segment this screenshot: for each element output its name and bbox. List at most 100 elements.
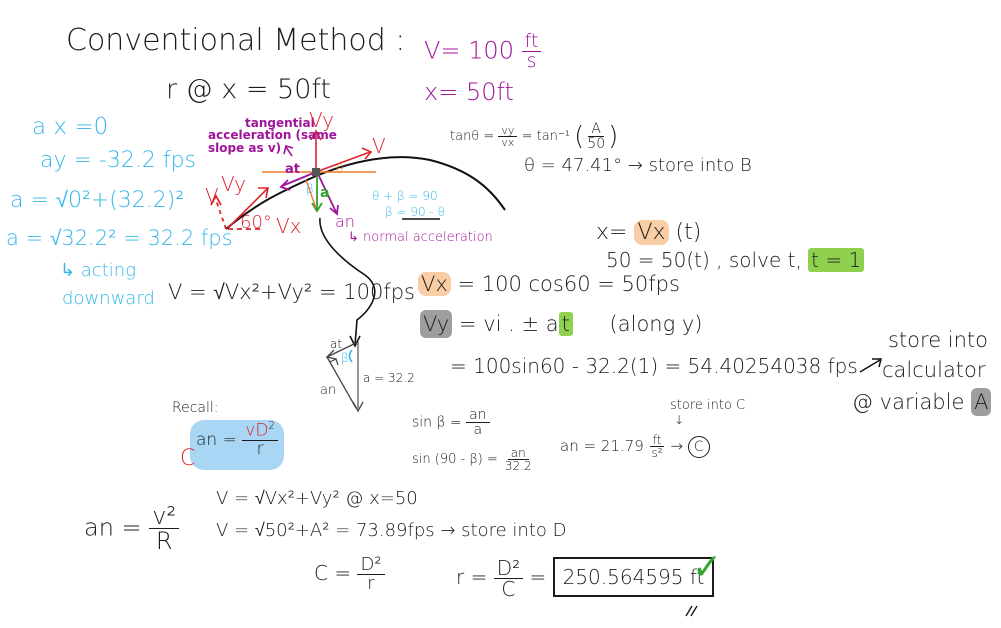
theta-beta-sum: θ + β = 90 <box>372 189 438 203</box>
tan-lhs: tanθ = <box>450 129 495 144</box>
vy-over-vx: vy vx <box>498 125 518 149</box>
r-equation: r = D² C = 250.564595 ft <box>456 557 715 601</box>
r-equals: = <box>529 565 547 589</box>
at-label: at <box>285 162 300 177</box>
vx-label: Vx <box>276 214 302 238</box>
x-equation: x= Vx (t) <box>596 220 702 245</box>
s2-den: s² <box>651 446 663 460</box>
given-x: x= 50ft <box>424 78 514 106</box>
a-label: a <box>320 185 330 201</box>
an-num: an <box>466 408 490 423</box>
recall-square: 2 <box>268 421 275 432</box>
d2-num: D² <box>357 556 385 575</box>
R-den: R <box>155 527 173 555</box>
x-lhs: x= <box>596 220 628 245</box>
a-result: a = √32.2² = 32.2 fps <box>6 226 233 250</box>
recall-label: Recall: <box>172 400 219 416</box>
sin-beta-eq: sin β = an a <box>412 408 490 437</box>
angle-60-label: 60° <box>240 212 272 233</box>
an-v2-over-r: an = v² R <box>84 504 180 555</box>
vy-num: vy <box>498 125 518 137</box>
den-322: 32.2 <box>504 459 532 473</box>
final-answer-box: 250.564595 ft <box>552 557 715 597</box>
unit-denominator: s <box>526 50 537 72</box>
recall-an: an <box>196 429 218 450</box>
store-arrow: → <box>670 437 683 455</box>
circled-c: C <box>687 436 710 458</box>
an-label: an <box>335 212 355 231</box>
an-result: an = 21.79 ft s² → C <box>560 434 710 459</box>
ax-line: a x =0 <box>32 114 109 140</box>
an-over-a: an a <box>466 408 490 437</box>
r-lhs: r = <box>456 565 488 589</box>
tangential-label-2: acceleration (same <box>208 128 337 142</box>
sin-90-beta-eq: sin (90 - β) = an 32.2 <box>412 447 535 472</box>
ft-num: ft <box>649 434 665 447</box>
variable-a-line: @ variable A <box>852 388 992 416</box>
tangential-label-1: tangential <box>245 116 315 130</box>
recall-fraction: vD2 r <box>242 420 278 459</box>
t-paren: (t) <box>675 220 702 245</box>
recall-r: r <box>256 438 264 459</box>
d2b-num: D² <box>493 558 524 579</box>
theta-label: θ <box>336 162 344 176</box>
along-y-note: (along y) <box>609 312 703 336</box>
given-velocity: V= 100 ft s <box>424 32 542 72</box>
an-eq-lhs: an = <box>84 513 142 542</box>
t-highlight: t <box>558 312 573 336</box>
page-title: Conventional Method : <box>66 23 406 58</box>
vy-eq-text: = vi . ± a <box>458 312 559 336</box>
a-over-50: A 50 <box>584 122 608 151</box>
c-lhs: C = <box>314 561 352 585</box>
store-into-label: store into <box>888 328 989 352</box>
recall-equals: = <box>222 429 237 450</box>
solve-t-text: 50 = 50(t) , solve t, <box>606 248 802 272</box>
variable-a-highlight: A <box>971 388 992 416</box>
v2-num: v² <box>149 504 180 529</box>
v-formula-line: V = √Vx²+Vy² @ x=50 <box>216 488 418 509</box>
v-right-label: V <box>372 134 386 158</box>
c-equation: C = D² r <box>314 556 385 593</box>
sin-beta-lhs: sin β = <box>412 414 462 431</box>
ft-per-s2: ft s² <box>649 434 666 459</box>
tan-equation: tanθ = vy vx = tan⁻¹ ( A 50 ) <box>450 121 619 152</box>
vx-equation: Vx = 100 cos60 = 50fps <box>418 272 680 296</box>
recall-c-label: C <box>180 446 196 471</box>
vy-calc: = 100sin60 - 32.2(1) = 54.40254038 fps <box>450 354 858 378</box>
an-over-322: an 32.2 <box>502 447 535 472</box>
fifty-den: 50 <box>587 136 606 152</box>
v2-over-R: v² R <box>149 504 180 555</box>
an2-num: an <box>507 447 529 460</box>
trajectory-curve <box>225 156 506 230</box>
at-variable-text: @ variable <box>852 390 965 414</box>
vy-label-highlight: Vy <box>420 310 453 338</box>
d2-over-r: D² r <box>357 556 385 594</box>
r-den: r <box>367 573 375 594</box>
beta-equation: β = 90 - θ <box>385 205 445 219</box>
acting-note: ↳ acting <box>60 260 136 281</box>
vy-top-label: Vy <box>309 108 334 132</box>
v-magnitude: V = √Vx²+Vy² = 100fps <box>168 280 415 304</box>
recall-vd: vD <box>245 420 269 441</box>
velocity-unit-fraction: ft s <box>521 32 542 72</box>
given-velocity-value: V= 100 <box>424 36 514 65</box>
downward-note: downward <box>62 288 155 309</box>
solve-t-line: 50 = 50(t) , solve t, t = 1 <box>606 248 865 272</box>
calculator-label: calculator <box>882 358 986 382</box>
vx-highlight: Vx <box>634 220 669 245</box>
t-result-highlight: t = 1 <box>808 248 865 272</box>
vx-den: vx <box>501 136 515 149</box>
store-down-arrow: ↓ <box>674 413 685 427</box>
beta-label: β <box>306 182 314 196</box>
pointer-curve <box>319 217 376 346</box>
c-den: C <box>501 577 516 601</box>
triangle-an: an <box>320 383 337 398</box>
v-left-label: V <box>205 184 219 208</box>
store-into-c-note: store into C <box>670 398 746 413</box>
unit-numerator: ft <box>521 32 542 52</box>
triangle-a: a = 32.2 <box>363 371 415 385</box>
a-formula: a = √0²+(32.2)² <box>10 188 185 213</box>
recall-equation: an = vD2 r <box>190 420 284 470</box>
